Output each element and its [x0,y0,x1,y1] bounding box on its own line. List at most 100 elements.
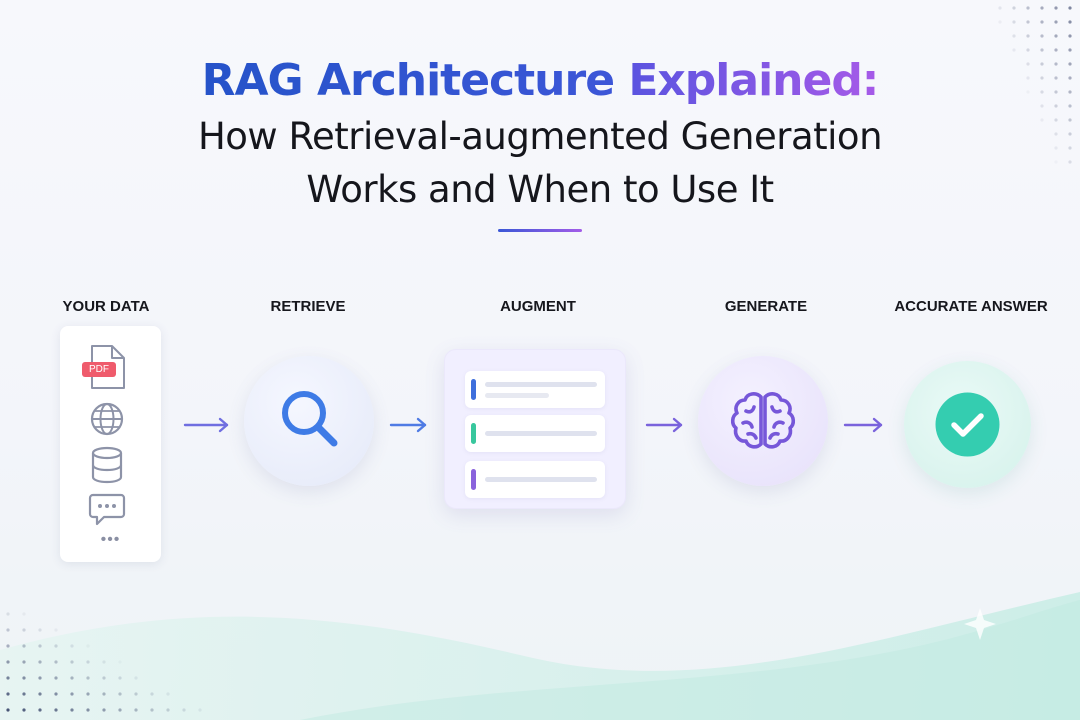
decorative-dot [1054,146,1058,150]
decorative-dot [1068,118,1072,122]
decorative-dot [6,644,10,648]
decorative-dot [118,676,122,680]
check-icon [935,392,1000,457]
decorative-dot [182,708,186,712]
step-label-your-data: YOUR DATA [62,298,150,315]
decorative-dot [70,644,74,648]
decorative-dot [166,708,170,712]
search-icon [282,391,338,447]
decorative-dot [22,644,26,648]
decorative-dot [1068,6,1072,10]
decorative-dot [86,644,90,648]
document-list-item [465,415,605,452]
decorative-dot [1054,20,1058,24]
decorative-dot [22,692,26,696]
title-part-blue: RAG Architecture [201,55,629,106]
decorative-dot [1054,48,1058,52]
decorative-dot [86,708,90,712]
decorative-dot [22,628,26,632]
decorative-dot [1040,76,1044,80]
decorative-dot [1040,6,1044,10]
decorative-dot [1054,132,1058,136]
dot-pattern-top-right [998,6,1072,164]
decorative-dot [1054,90,1058,94]
decorative-dot [1040,90,1044,94]
decorative-dot [1012,20,1016,24]
title-part-purple: Explained: [628,55,879,106]
decorative-dot [22,660,26,664]
row-text-line [485,393,549,398]
more-sources-ellipsis: ••• [100,531,121,548]
decorative-dot [6,708,10,712]
decorative-dot [86,692,90,696]
decorative-dot [1026,90,1030,94]
page-title: RAG Architecture Explained: [201,52,880,110]
decorative-dot [118,708,122,712]
decorative-dot [6,628,10,632]
decorative-dot [1026,48,1030,52]
decorative-dot [1040,104,1044,108]
decorative-dot [134,708,138,712]
arrow-right-icon [183,417,229,433]
decorative-dot [6,676,10,680]
augment-panel [444,349,626,509]
decorative-dot [1026,34,1030,38]
decorative-dot [102,708,106,712]
decorative-dot [1068,146,1072,150]
decorative-dot [1040,34,1044,38]
decorative-dot [1068,34,1072,38]
decorative-dot [102,676,106,680]
row-accent-bar [471,469,476,490]
decorative-dot [1068,132,1072,136]
decorative-dot [1040,62,1044,66]
decorative-dot [166,692,170,696]
decorative-dot [1068,48,1072,52]
document-list-item [465,461,605,498]
decorative-dot [38,644,42,648]
dot-pattern-bottom-left [6,612,202,712]
row-text-line [485,477,597,482]
subtitle-line-1: How Retrieval-augmented Generation [197,115,883,158]
decorative-dot [198,708,202,712]
teal-wave-back [300,600,1080,720]
decorative-dot [70,660,74,664]
step-label-retrieve: RETRIEVE [270,298,346,315]
decorative-dot [1040,20,1044,24]
decorative-dot [1068,76,1072,80]
step-label-generate: GENERATE [724,298,808,315]
decorative-dot [86,660,90,664]
decorative-dot [38,660,42,664]
decorative-dot [150,708,154,712]
decorative-dot [22,612,26,616]
decorative-dot [1068,20,1072,24]
decorative-dot [1040,48,1044,52]
teal-wave [0,592,1080,720]
step-label-augment: AUGMENT [500,298,576,315]
decorative-dot [1040,118,1044,122]
decorative-dot [1054,34,1058,38]
decorative-dot [38,628,42,632]
decorative-dot [1054,62,1058,66]
row-text-line [485,382,597,387]
decorative-dot [70,708,74,712]
decorative-dot [1012,6,1016,10]
decorative-dot [118,660,121,663]
decorative-dot [1026,62,1030,66]
decorative-dot [134,676,138,680]
decorative-dot [1054,104,1058,108]
decorative-dot [1026,20,1030,24]
decorative-dot [1054,6,1058,10]
decorative-dot [102,660,106,664]
document-list-item [465,371,605,408]
brain-icon [730,392,796,449]
row-accent-bar [471,379,476,400]
decorative-dot [1026,6,1030,10]
decorative-dot [54,676,58,680]
row-text-line [485,431,597,436]
decorative-dot [70,692,74,696]
decorative-dot [998,20,1002,24]
decorative-dot [22,676,26,680]
decorative-dot [6,660,10,664]
decorative-dot [1054,76,1058,80]
